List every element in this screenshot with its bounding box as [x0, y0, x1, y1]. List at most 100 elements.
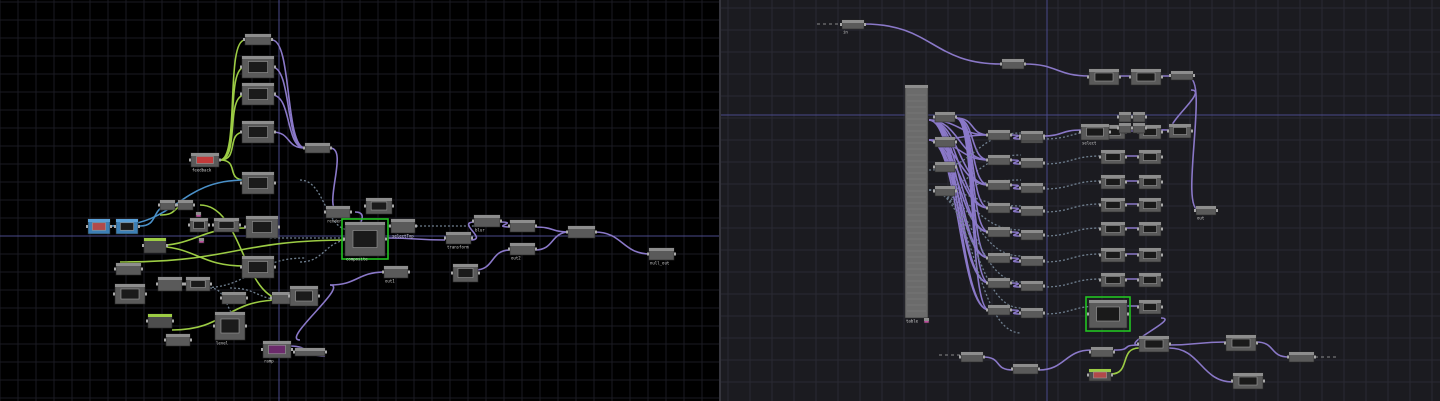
- operator-node[interactable]: [243, 33, 273, 46]
- output-port[interactable]: [1043, 136, 1045, 140]
- input-port[interactable]: [566, 230, 568, 234]
- output-port[interactable]: [190, 338, 192, 342]
- operator-node[interactable]: [986, 129, 1012, 141]
- output-port[interactable]: [1010, 256, 1012, 260]
- output-port[interactable]: [1169, 342, 1171, 346]
- input-port[interactable]: [959, 355, 961, 359]
- operator-node[interactable]: [1099, 221, 1127, 237]
- output-port[interactable]: [500, 219, 502, 223]
- output-port[interactable]: [415, 224, 417, 228]
- input-port[interactable]: [933, 165, 935, 169]
- operator-node[interactable]: [986, 226, 1012, 238]
- output-port[interactable]: [983, 355, 985, 359]
- operator-node[interactable]: [566, 225, 597, 239]
- operator-node[interactable]: [240, 171, 276, 195]
- input-port[interactable]: [164, 338, 166, 342]
- input-port[interactable]: [364, 204, 366, 208]
- operator-node[interactable]: [508, 219, 537, 233]
- output-port[interactable]: [350, 210, 352, 214]
- input-port[interactable]: [86, 225, 88, 228]
- operator-node[interactable]: [1224, 334, 1258, 352]
- operator-node[interactable]: [986, 304, 1012, 316]
- input-port[interactable]: [1000, 62, 1002, 66]
- operator-node[interactable]: [986, 179, 1012, 191]
- input-port[interactable]: [1169, 74, 1171, 77]
- operator-node[interactable]: [1087, 68, 1121, 86]
- input-port[interactable]: [240, 92, 242, 96]
- operator-node[interactable]: [1000, 58, 1026, 70]
- output-port[interactable]: [274, 265, 276, 269]
- output-port[interactable]: [1113, 350, 1115, 354]
- output-port[interactable]: [955, 140, 957, 144]
- input-port[interactable]: [1167, 129, 1169, 133]
- output-port[interactable]: [1145, 126, 1147, 130]
- operator-node[interactable]: [240, 255, 276, 279]
- operator-node[interactable]: [1137, 149, 1163, 165]
- output-port[interactable]: [1010, 206, 1012, 210]
- output-port[interactable]: [1161, 278, 1163, 282]
- operator-node[interactable]: out2: [508, 242, 537, 261]
- input-port[interactable]: [444, 236, 446, 240]
- output-port[interactable]: [274, 92, 276, 96]
- output-port[interactable]: [246, 296, 248, 300]
- output-port[interactable]: [1314, 355, 1316, 359]
- operator-node[interactable]: [1087, 368, 1113, 382]
- input-port[interactable]: [986, 281, 988, 285]
- output-port[interactable]: [245, 324, 247, 328]
- output-port[interactable]: [166, 244, 168, 247]
- input-port[interactable]: [188, 223, 190, 227]
- operator-node[interactable]: [933, 111, 957, 123]
- input-port[interactable]: [933, 189, 935, 193]
- operator-node[interactable]: [1169, 70, 1195, 81]
- input-port[interactable]: [114, 267, 116, 271]
- input-port[interactable]: [1087, 373, 1089, 377]
- node-body[interactable]: [904, 84, 929, 319]
- output-port[interactable]: [271, 38, 273, 41]
- input-port[interactable]: [240, 130, 242, 134]
- output-port[interactable]: [274, 65, 276, 69]
- output-port[interactable]: [1043, 259, 1045, 263]
- operator-node[interactable]: [933, 161, 957, 173]
- input-port[interactable]: [508, 247, 510, 251]
- input-port[interactable]: [986, 256, 988, 260]
- output-port[interactable]: [674, 252, 676, 256]
- input-port[interactable]: [1137, 278, 1139, 282]
- output-port[interactable]: [1216, 209, 1218, 212]
- input-port[interactable]: [1131, 115, 1133, 119]
- output-port[interactable]: [291, 348, 293, 351]
- input-port[interactable]: [451, 271, 453, 275]
- input-port[interactable]: [1131, 126, 1133, 130]
- input-port[interactable]: [1099, 253, 1101, 257]
- input-port[interactable]: [213, 324, 215, 328]
- output-port[interactable]: [1043, 161, 1045, 165]
- input-port[interactable]: [389, 224, 391, 228]
- operator-node[interactable]: [1137, 335, 1171, 353]
- feedback-node[interactable]: feedback: [189, 152, 221, 173]
- output-port[interactable]: [1125, 203, 1127, 207]
- input-port[interactable]: [1129, 75, 1131, 79]
- operator-node[interactable]: [146, 313, 174, 329]
- operator-node[interactable]: [288, 285, 320, 307]
- input-port[interactable]: [146, 319, 148, 323]
- output-port[interactable]: [145, 292, 147, 296]
- operator-node[interactable]: [303, 142, 332, 154]
- output-port[interactable]: [1010, 183, 1012, 187]
- input-port[interactable]: [986, 308, 988, 312]
- operator-node[interactable]: [114, 218, 140, 235]
- input-port[interactable]: [986, 158, 988, 162]
- input-port[interactable]: [1019, 233, 1021, 237]
- output-port[interactable]: [385, 237, 387, 241]
- output-port[interactable]: [535, 247, 537, 251]
- input-port[interactable]: [303, 146, 305, 150]
- output-port[interactable]: [1161, 203, 1163, 207]
- input-port[interactable]: [158, 203, 160, 207]
- input-port[interactable]: [1087, 75, 1089, 79]
- operator-node[interactable]: [113, 283, 147, 305]
- operator-node[interactable]: [1019, 130, 1045, 142]
- operator-node[interactable]: [1137, 247, 1163, 263]
- input-port[interactable]: [156, 282, 158, 286]
- output-port[interactable]: [1161, 180, 1163, 184]
- output-port[interactable]: [1043, 209, 1045, 213]
- output-port[interactable]: [1043, 134, 1045, 138]
